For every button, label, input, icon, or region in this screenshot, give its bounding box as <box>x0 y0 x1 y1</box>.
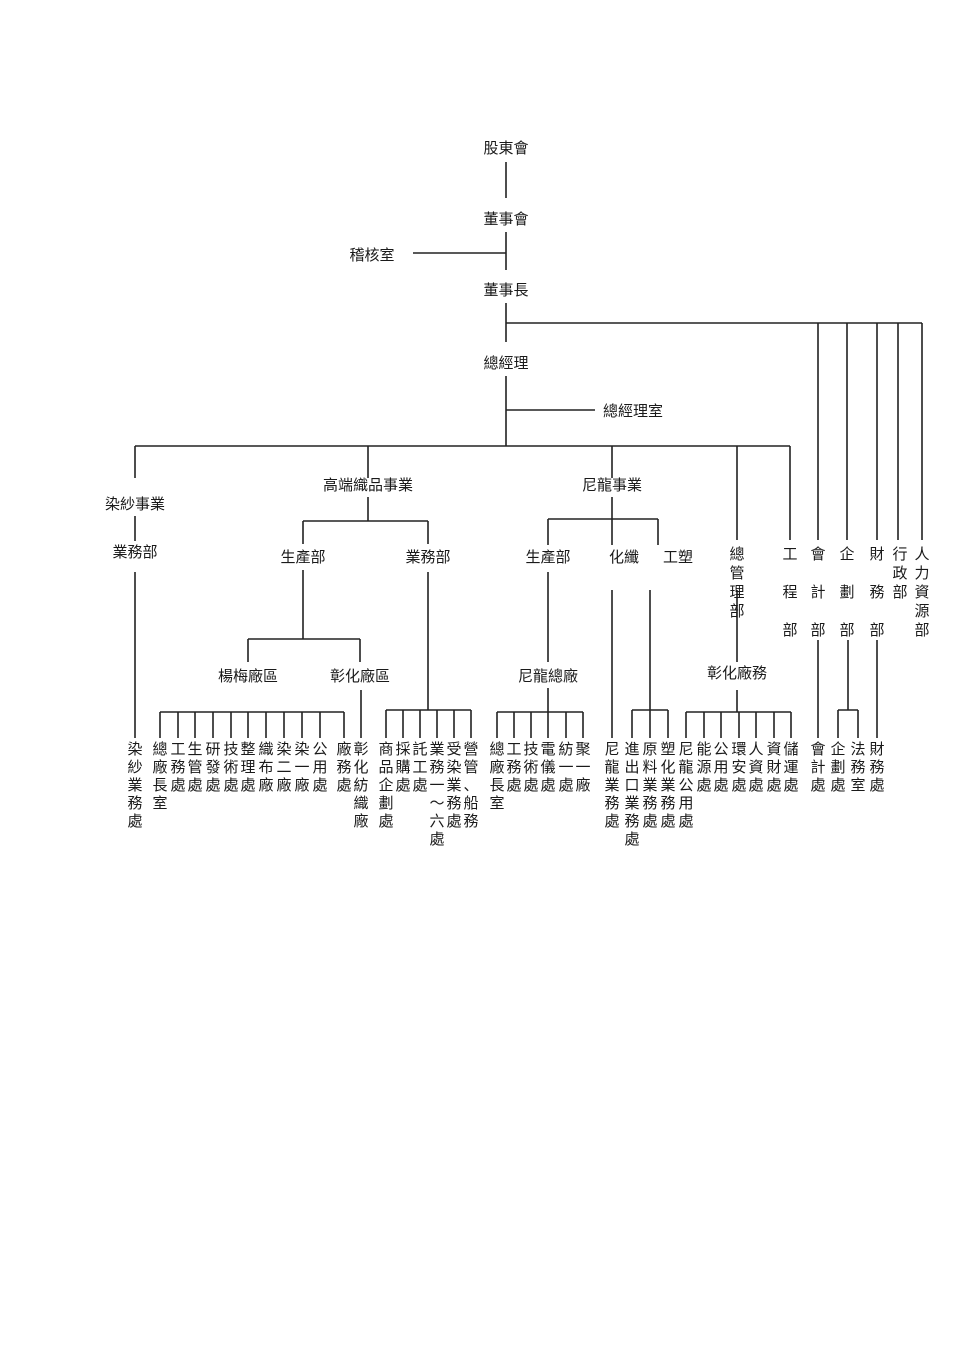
yangmei-unit: 研發處 <box>205 740 220 794</box>
legal-office: 法務室 <box>850 740 865 794</box>
yangmei-unit: 總廠長室 <box>152 740 167 812</box>
textile-sales-unit: 營管、船務 <box>463 740 478 830</box>
general-mgmt-unit: 人資處 <box>748 740 763 794</box>
nylon-production-dept: 生產部 <box>525 548 570 566</box>
high-textile-division: 高端織品事業 <box>323 476 413 494</box>
high-textile-production-dept: 生產部 <box>280 548 325 566</box>
nylon-plant-unit: 技術處 <box>523 740 538 794</box>
yarn-dyeing-sales-dept: 業務部 <box>112 543 157 561</box>
nylon-division: 尼龍事業 <box>582 476 642 494</box>
audit-office-box: 稽核室 <box>349 246 394 264</box>
nylon-main-plant: 尼龍總廠 <box>518 667 578 685</box>
general-management-dept: 總管理部 <box>729 545 744 620</box>
nylon-plant-unit: 聚一廠 <box>575 740 590 794</box>
yarn-dyeing-division: 染紗事業 <box>105 495 165 513</box>
connector-lines <box>134 162 923 738</box>
general-mgmt-unit: 公用處 <box>713 740 728 794</box>
plastics-sales-unit: 塑化業務處 <box>660 740 675 830</box>
general-mgmt-unit: 資財處 <box>766 740 781 794</box>
accounting-office: 會計處 <box>810 740 825 794</box>
planning-dept: 企劃部 <box>839 545 854 639</box>
textile-sales-unit: 受染業務處 <box>446 740 461 830</box>
yarn-dyeing-sales-office: 染紗業務處 <box>127 740 142 830</box>
yangmei-unit: 整理處 <box>240 740 255 794</box>
general-mgmt-unit: 能源處 <box>696 740 711 794</box>
administration-dept: 行政部 <box>892 545 907 601</box>
engineering-dept: 工程部 <box>782 545 797 639</box>
plastics-sales-unit: 進出口業務處 <box>624 740 639 848</box>
textile-sales-unit: 業務一〜六處 <box>429 740 444 848</box>
changhua-textile-plant: 彰化紡織廠 <box>353 740 368 830</box>
textile-sales-unit: 採購處 <box>395 740 410 794</box>
yangmei-plant-area: 楊梅廠區 <box>218 667 278 685</box>
changhua-plant-affairs: 彰化廠務 <box>707 664 767 682</box>
yangmei-unit: 工務處 <box>170 740 185 794</box>
nylon-plant-unit: 電儀處 <box>540 740 555 794</box>
human-resources-dept: 人力資源部 <box>914 545 929 639</box>
yangmei-unit: 生管處 <box>187 740 202 794</box>
general-mgmt-unit: 儲運處 <box>783 740 798 794</box>
shareholders-box: 股東會 <box>483 139 528 157</box>
engineering-plastics-unit: 工塑 <box>663 548 693 566</box>
yangmei-unit: 染二廠 <box>276 740 291 794</box>
yangmei-unit: 技術處 <box>223 740 238 794</box>
yangmei-unit: 織布廠 <box>258 740 273 794</box>
chairman-box: 董事長 <box>483 281 528 299</box>
nylon-plant-unit: 工務處 <box>506 740 521 794</box>
yangmei-unit: 廠務處 <box>336 740 351 794</box>
finance-dept: 財務部 <box>869 545 884 639</box>
nylon-plant-unit: 紡一處 <box>558 740 573 794</box>
plastics-sales-unit: 原料業務處 <box>642 740 657 830</box>
general-mgmt-unit: 尼龍公用處 <box>678 740 693 830</box>
general-manager-box: 總經理 <box>483 354 528 372</box>
changhua-plant-area: 彰化廠區 <box>330 667 390 685</box>
board-box: 董事會 <box>483 210 528 228</box>
general-mgmt-unit: 環安處 <box>731 740 746 794</box>
gm-office-box: 總經理室 <box>603 402 663 420</box>
yangmei-unit: 染一廠 <box>294 740 309 794</box>
finance-office: 財務處 <box>869 740 884 794</box>
textile-sales-unit: 託工處 <box>412 740 427 794</box>
yangmei-unit: 公用處 <box>312 740 327 794</box>
planning-office: 企劃處 <box>830 740 845 794</box>
accounting-dept: 會計部 <box>810 545 825 639</box>
nylon-sales-office: 尼龍業務處 <box>604 740 619 830</box>
chemical-fiber-unit: 化纖 <box>609 548 639 566</box>
high-textile-sales-dept: 業務部 <box>405 548 450 566</box>
textile-sales-unit: 商品企劃處 <box>378 740 393 830</box>
nylon-plant-unit: 總廠長室 <box>489 740 504 812</box>
